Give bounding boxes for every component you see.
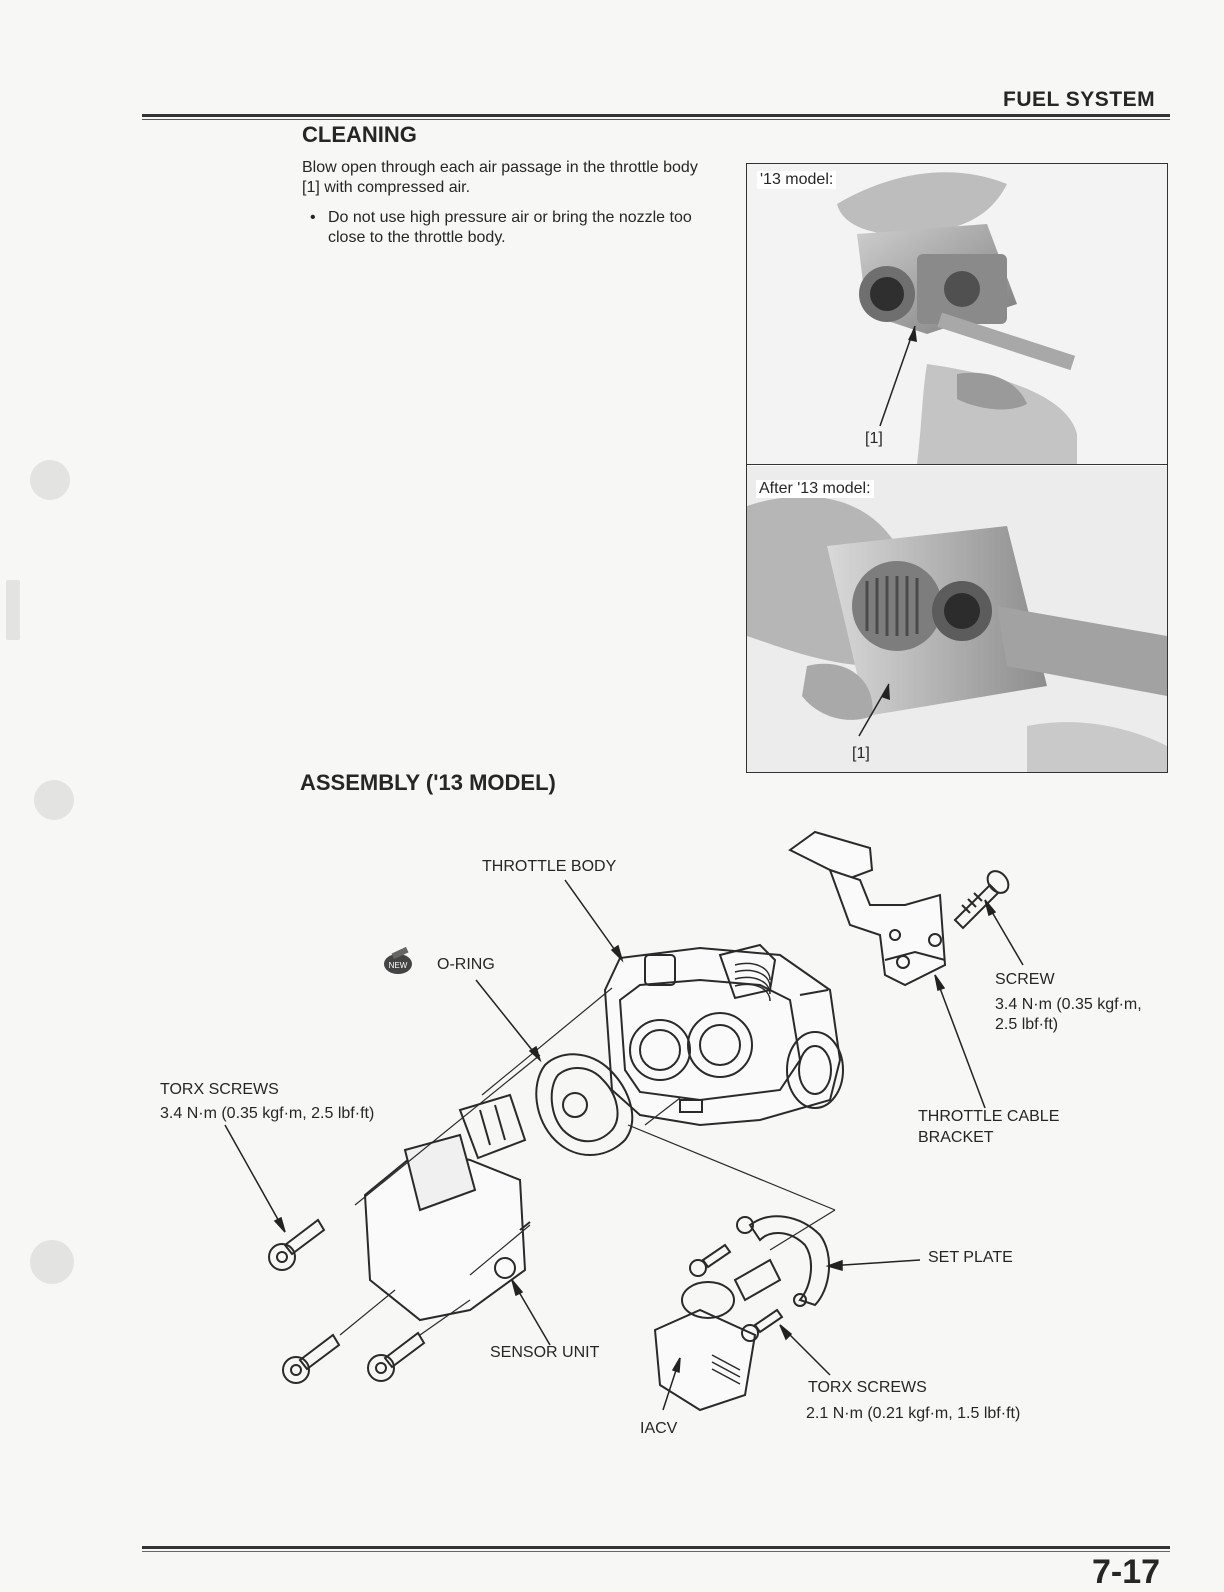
photo-divider: [746, 464, 1167, 465]
callout-arrowhead: [908, 326, 917, 342]
label-sensor-unit: SENSOR UNIT: [490, 1344, 600, 1361]
label-iacv: IACV: [640, 1420, 678, 1437]
bottom-photo: [747, 466, 1167, 772]
leader-arrowhead: [610, 944, 624, 963]
torx-screw-left: [268, 1218, 326, 1271]
label-screw: SCREW: [995, 971, 1055, 988]
note-line: close to the throttle body.: [328, 229, 506, 246]
torx-screw-left: [282, 1333, 341, 1384]
bracket-screw-drawing: [953, 870, 1010, 930]
leader-arrowhead: [779, 1324, 793, 1341]
leader-throttle-body: [564, 879, 623, 961]
bracket-drawing: [788, 830, 947, 987]
set-plate-drawing: [736, 1215, 831, 1307]
label-throttle-body: THROTTLE BODY: [482, 858, 617, 875]
callout-arrowhead: [881, 684, 890, 700]
label-torx-screws-left: TORX SCREWS: [160, 1081, 279, 1098]
leader-set-plate: [827, 1259, 921, 1267]
scan-speckle: [30, 460, 70, 500]
cleaning-instruction: Blow open through each air passage in th…: [302, 158, 742, 198]
header-rule: [142, 114, 1170, 117]
note-text: Do not use high pressure air or bring th…: [328, 208, 742, 248]
label-torx-right-torque: 2.1 N·m (0.21 kgf·m, 1.5 lbf·ft): [806, 1405, 1021, 1422]
footer-rule-thin: [142, 1551, 1170, 1552]
footer-rule: [142, 1546, 1170, 1549]
scan-speckle: [34, 780, 74, 820]
new-badge-text: NEW: [389, 961, 408, 970]
label-screw-torque: 2.5 lbf·ft): [995, 1016, 1059, 1033]
bottom-photo-caption: After '13 model:: [756, 480, 874, 498]
iacv-drawing: [653, 1258, 782, 1412]
assembly-guides: [339, 987, 836, 1336]
leader-sensor-unit: [511, 1279, 551, 1346]
leader-arrowhead: [511, 1279, 524, 1297]
instruction-line: [1] with compressed air.: [302, 179, 471, 196]
page-number: 7-17: [1092, 1553, 1161, 1591]
top-photo: [747, 164, 1167, 464]
header-rule-thin: [142, 119, 1170, 120]
instruction-line: Blow open through each air passage in th…: [302, 159, 698, 176]
leader-iacv: [662, 1357, 681, 1411]
photo-panel: [746, 163, 1168, 773]
label-o-ring: O-RING: [437, 956, 495, 973]
leader-arrowhead: [984, 899, 997, 917]
top-photo-callout: [1]: [865, 430, 883, 447]
new-part-badge: NEW: [384, 946, 412, 974]
o-ring-drawing: [535, 1053, 634, 1156]
scan-speckle: [6, 580, 20, 640]
torx-screw-right: [741, 1308, 784, 1342]
leader-bracket: [934, 974, 986, 1109]
leader-screw: [984, 899, 1024, 966]
section-title: FUEL SYSTEM: [1003, 88, 1156, 111]
bullet-icon: •: [310, 209, 316, 226]
leader-arrowhead: [528, 1045, 542, 1063]
throttle-body-drawing: [603, 943, 844, 1127]
label-screw-torque: 3.4 N·m (0.35 kgf·m,: [995, 996, 1142, 1013]
label-torx-screws-right: TORX SCREWS: [808, 1379, 927, 1396]
leader-arrowhead: [825, 1259, 843, 1271]
top-photo-caption: '13 model:: [757, 171, 837, 189]
label-bracket: BRACKET: [918, 1129, 994, 1146]
sensor-unit-drawing: [363, 1093, 531, 1322]
leader-arrowhead: [934, 974, 946, 991]
note-line: Do not use high pressure air or bring th…: [328, 209, 692, 226]
leader-o-ring: [475, 979, 541, 1061]
leader-torx-right: [779, 1324, 831, 1376]
leader-arrowhead: [671, 1357, 681, 1374]
label-set-plate: SET PLATE: [928, 1249, 1013, 1266]
leader-torx-left: [224, 1124, 286, 1233]
bottom-photo-callout: [1]: [852, 745, 870, 762]
label-bracket: THROTTLE CABLE: [918, 1108, 1060, 1125]
cleaning-heading: CLEANING: [302, 122, 417, 147]
scan-speckle: [30, 1240, 74, 1284]
leader-arrowhead: [273, 1216, 286, 1233]
torx-screw-left: [367, 1331, 426, 1382]
label-torx-left-torque: 3.4 N·m (0.35 kgf·m, 2.5 lbf·ft): [160, 1105, 375, 1122]
torx-screw-right: [689, 1243, 732, 1277]
callout-line: [879, 325, 916, 427]
assembly-heading: ASSEMBLY ('13 MODEL): [300, 770, 556, 795]
photo-illustrations: [747, 164, 1167, 772]
